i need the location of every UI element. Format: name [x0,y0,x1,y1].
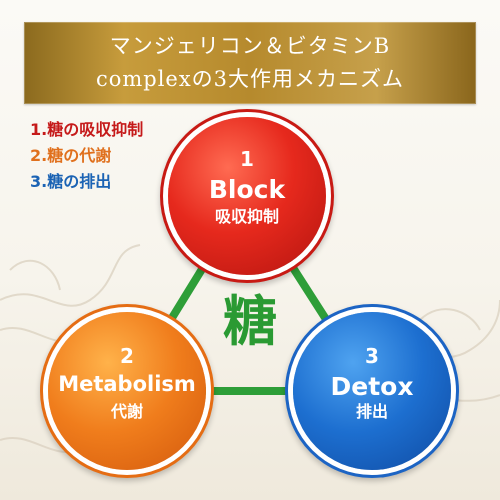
circle-detox: 3 Detox 排出 [293,312,451,470]
legend-item-block: 1.糖の吸収抑制 [30,120,144,139]
circle-detox-subtitle: 排出 [355,402,388,421]
circle-metabolism-subtitle: 代謝 [110,402,143,421]
circle-detox-title: Detox [330,372,414,401]
circle-block-subtitle: 吸収抑制 [214,207,279,226]
center-label: 糖 [223,290,277,353]
circle-metabolism-title: Metabolism [58,372,196,396]
legend-item-detox: 3.糖の排出 [30,172,112,191]
circle-block: 1 Block 吸収抑制 [168,117,326,275]
circle-metabolism: 2 Metabolism 代謝 [48,312,206,470]
circle-detox-number: 3 [365,344,379,368]
legend: 1.糖の吸収抑制 2.糖の代謝 3.糖の排出 [30,122,143,200]
circle-block-title: Block [208,175,286,204]
circle-metabolism-number: 2 [120,344,134,368]
banner-title-line-2: complexの3大作用メカニズム [95,67,405,91]
circle-block-number: 1 [240,147,254,171]
title-banner: マンジェリコン＆ビタミンB complexの3大作用メカニズム [24,22,476,104]
banner-title-line-1: マンジェリコン＆ビタミンB [109,34,391,58]
legend-item-metabolism: 2.糖の代謝 [30,146,112,165]
